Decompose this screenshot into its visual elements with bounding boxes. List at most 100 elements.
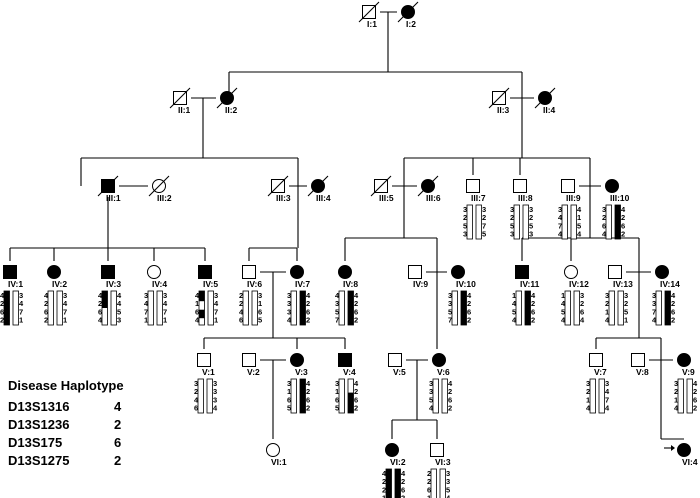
haplotype-bar xyxy=(338,290,345,326)
allele-value: 2 xyxy=(580,299,584,308)
male-symbol xyxy=(608,265,622,279)
allele-value: 4 xyxy=(117,291,122,300)
individual-label: III:1 xyxy=(106,193,121,203)
female-symbol xyxy=(655,265,669,279)
allele-value: 4 xyxy=(577,230,582,239)
allele-value: 2 xyxy=(0,316,4,325)
allele-value: 6 xyxy=(306,307,310,316)
allele-value: 5 xyxy=(624,307,628,316)
individual-label: IV:12 xyxy=(569,279,589,289)
legend-value: 2 xyxy=(114,453,121,468)
haplotype-bar xyxy=(251,290,258,326)
deceased-slash xyxy=(417,175,439,197)
haplotype-bar xyxy=(290,378,297,414)
allele-value: 4 xyxy=(446,494,451,498)
individual-label: VI:4 xyxy=(682,457,698,467)
allele-value: 4 xyxy=(674,404,679,413)
allele-value: 4 xyxy=(239,307,244,316)
allele-value: 4 xyxy=(287,316,292,325)
haplotype-bar xyxy=(655,290,662,326)
allele-value: 2 xyxy=(482,213,486,222)
individual-label: V:4 xyxy=(343,367,356,377)
allele-value: 2 xyxy=(194,387,198,396)
haplotype-bar xyxy=(564,290,571,326)
haplotype-bar xyxy=(475,204,482,240)
haplotype-bar xyxy=(206,378,213,414)
individual-label: II:4 xyxy=(543,105,556,115)
allele-value: 4 xyxy=(448,379,453,388)
haplotype-block: 22613354 xyxy=(427,468,451,498)
allele-value: 4 xyxy=(0,291,5,300)
individual-label: I:1 xyxy=(367,19,377,29)
individual-label: IV:9 xyxy=(413,279,428,289)
allele-value: 7 xyxy=(558,221,562,230)
allele-value: 1 xyxy=(19,316,23,325)
individual-iv-9: IV:9 xyxy=(408,265,428,289)
allele-value: 1 xyxy=(214,316,218,325)
individual-label: IV:1 xyxy=(8,279,23,289)
allele-value: 4 xyxy=(531,291,536,300)
allele-value: 1 xyxy=(63,316,67,325)
allele-value: 4 xyxy=(117,299,122,308)
allele-value: 4 xyxy=(195,316,200,325)
individual-label: VI:2 xyxy=(390,457,406,467)
legend-value: 2 xyxy=(114,417,121,432)
haplotype-bar xyxy=(147,290,154,326)
allele-value: 2 xyxy=(602,213,606,222)
allele-value: 3 xyxy=(287,291,291,300)
deceased-slash xyxy=(534,87,556,109)
allele-value: 2 xyxy=(621,213,625,222)
allele-value: 6 xyxy=(354,395,358,404)
individual-v-5: V:5 xyxy=(388,353,406,377)
allele-value: 4 xyxy=(512,299,517,308)
individual-label: IV:13 xyxy=(613,279,633,289)
allele-value: 4 xyxy=(605,316,610,325)
allele-value: 3 xyxy=(463,230,467,239)
legend-value: 4 xyxy=(114,399,122,414)
allele-value: 2 xyxy=(671,299,675,308)
legend-marker: D13S1236 xyxy=(8,417,69,432)
allele-value: 3 xyxy=(287,379,291,388)
allele-value: 4 xyxy=(306,291,311,300)
individual-label: V:9 xyxy=(682,367,695,377)
allele-value: 4 xyxy=(586,404,591,413)
disease-segment xyxy=(199,291,205,302)
allele-value: 6 xyxy=(239,316,243,325)
deceased-slash xyxy=(370,175,392,197)
allele-value: 4 xyxy=(354,291,359,300)
allele-value: 3 xyxy=(529,205,533,214)
haplotype-bar xyxy=(197,378,204,414)
allele-value: 2 xyxy=(621,230,625,239)
allele-value: 3 xyxy=(446,477,450,486)
allele-value: 2 xyxy=(467,316,471,325)
haplotype-bar xyxy=(570,204,577,240)
allele-value: 7 xyxy=(63,307,67,316)
allele-value: 2 xyxy=(239,299,243,308)
disease-segment xyxy=(300,291,306,325)
individual-label: IV:10 xyxy=(456,279,476,289)
allele-value: 3 xyxy=(529,230,533,239)
allele-value: 3 xyxy=(586,379,590,388)
individual-iii-4: III:4 xyxy=(307,175,331,203)
deceased-slash xyxy=(267,175,289,197)
legend-marker: D13S1316 xyxy=(8,399,69,414)
allele-value: 4 xyxy=(335,291,340,300)
allele-value: 5 xyxy=(335,404,339,413)
haplotype-bar xyxy=(242,290,249,326)
individual-label: II:1 xyxy=(178,105,191,115)
individual-vi-3: VI:322613354 xyxy=(427,443,451,498)
individual-iii-3: III:3 xyxy=(267,175,291,203)
proband-arrowhead xyxy=(671,445,675,451)
deceased-slash xyxy=(488,87,510,109)
allele-value: 4 xyxy=(195,291,200,300)
